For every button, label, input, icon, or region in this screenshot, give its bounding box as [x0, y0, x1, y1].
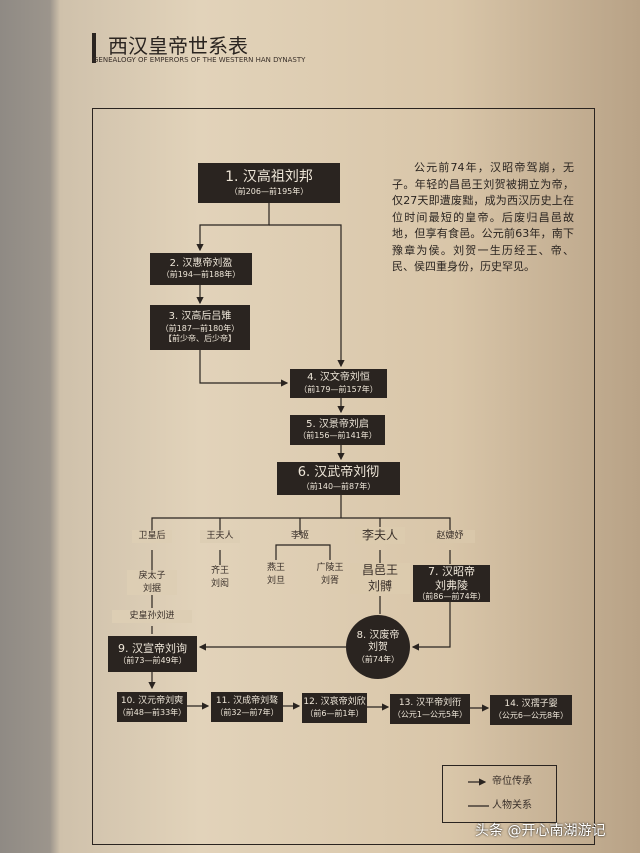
person-liuxu: 广陵王刘胥	[305, 562, 355, 587]
consort-wei: 卫皇后	[132, 530, 172, 543]
emperor-years: （前194—前188年）	[161, 270, 241, 280]
emperor-3: 3. 汉高后吕雉（前187—前180年）【前少帝、后少帝】	[150, 305, 250, 350]
person-title: 昌邑王	[361, 563, 398, 577]
emperor-name: 14. 汉孺子婴	[504, 699, 558, 710]
watermark: 头条 @开心南湖游记	[475, 823, 606, 839]
person-liudan: 燕王刘旦	[256, 562, 296, 587]
emperor-name: 13. 汉平帝刘衎	[398, 698, 462, 709]
emperor-name: 3. 汉高后吕雉	[168, 311, 232, 323]
consort-wang: 王夫人	[200, 530, 240, 543]
emperor-years: （前140—前87年）	[301, 481, 376, 491]
emperor-14: 14. 汉孺子婴（公元6—公元8年）	[490, 695, 572, 725]
emperor-name: 11. 汉成帝刘骜	[215, 696, 279, 707]
history-note: 公元前74年，汉昭帝驾崩，无子。年轻的昌邑王刘贺被拥立为帝，仅27天即遭废黜，成…	[392, 161, 574, 273]
legend-relation: 人物关系	[492, 800, 532, 811]
emperor-note: 【前少帝、后少帝】	[164, 333, 236, 343]
emperor-years: （前73—前49年）	[118, 655, 187, 665]
person-name: 刘髆	[367, 578, 392, 593]
consort-liji: 李姬	[290, 531, 309, 541]
emperor-years: （前179—前157年）	[299, 384, 378, 394]
emperor-name: 1. 汉高祖刘邦	[225, 169, 313, 186]
emperor-10: 10. 汉元帝刘奭（前48—前33年）	[117, 692, 187, 722]
person-liujin: 史皇孙刘进	[112, 610, 192, 623]
person-name: 刘闳	[210, 578, 229, 589]
emperor-name: 9. 汉宣帝刘询	[118, 642, 187, 656]
person-liubo: 昌邑王刘髆	[350, 563, 410, 595]
emperor-4: 4. 汉文帝刘恒（前179—前157年）	[290, 369, 387, 398]
emperor-9: 9. 汉宣帝刘询（前73—前49年）	[108, 636, 197, 672]
emperor-years: （公元6—公元8年）	[493, 710, 569, 720]
chart-frame	[92, 108, 595, 845]
legend-succession: 帝位传承	[492, 776, 532, 787]
person-name: 刘旦	[266, 575, 285, 586]
emperor-years: （前74年）	[356, 654, 400, 664]
emperor-years: （前32—前7年）	[215, 707, 279, 717]
person-title: 齐王	[210, 566, 229, 576]
emperor-2: 2. 汉惠帝刘盈（前194—前188年）	[150, 253, 252, 285]
consort-li: 李夫人	[355, 527, 405, 544]
emperor-8: 8. 汉废帝刘贺（前74年）	[346, 615, 410, 679]
page-subtitle: GENEALOGY OF EMPERORS OF THE WESTERN HAN…	[93, 56, 306, 64]
emperor-6: 6. 汉武帝刘彻（前140—前87年）	[277, 462, 400, 495]
person-title: 戾太子	[138, 571, 166, 581]
emperor-years: （公元1—公元5年）	[392, 709, 468, 719]
emperor-1: 1. 汉高祖刘邦（前206—前195年）	[198, 163, 340, 203]
page-title: 西汉皇帝世系表	[108, 34, 248, 58]
title-bar-mark	[92, 33, 96, 63]
emperor-name2: 刘弗陵	[435, 578, 468, 592]
emperor-name: 5. 汉景帝刘启	[306, 418, 369, 430]
emperor-11: 11. 汉成帝刘骜（前32—前7年）	[211, 692, 283, 722]
person-name: 刘胥	[320, 575, 339, 586]
person-name: 刘据	[142, 583, 161, 594]
emperor-name: 8. 汉废帝	[356, 629, 400, 641]
legend-box	[442, 765, 557, 823]
emperor-12: 12. 汉哀帝刘欣（前6—前1年）	[302, 693, 367, 723]
emperor-years: （前156—前141年）	[298, 431, 377, 441]
emperor-years: （前187—前180年）	[160, 323, 240, 333]
person-liuhong: 齐王刘闳	[200, 565, 240, 590]
consort-zhao: 赵婕妤	[425, 530, 475, 543]
emperor-name: 12. 汉哀帝刘欣	[303, 697, 366, 708]
emperor-name: 6. 汉武帝刘彻	[297, 465, 380, 481]
emperor-name: 7. 汉昭帝	[428, 564, 475, 578]
emperor-name: 4. 汉文帝刘恒	[307, 372, 370, 384]
emperor-name2: 刘贺	[368, 642, 388, 653]
person-title: 广陵王	[316, 563, 344, 573]
emperor-5: 5. 汉景帝刘启（前156—前141年）	[290, 415, 385, 445]
emperor-years: （前206—前195年）	[229, 186, 309, 196]
emperor-years: （前48—前33年）	[117, 707, 187, 717]
emperor-7: 7. 汉昭帝刘弗陵（前86—前74年）	[413, 565, 490, 602]
emperor-13: 13. 汉平帝刘衎（公元1—公元5年）	[390, 694, 470, 724]
emperor-name: 10. 汉元帝刘奭	[120, 696, 184, 707]
emperor-name: 2. 汉惠帝刘盈	[169, 257, 233, 269]
person-title: 燕王	[266, 563, 285, 573]
person-liuju: 戾太子刘据	[127, 570, 177, 596]
emperor-years: （前6—前1年）	[305, 708, 364, 718]
emperor-years: （前86—前74年）	[417, 592, 486, 602]
